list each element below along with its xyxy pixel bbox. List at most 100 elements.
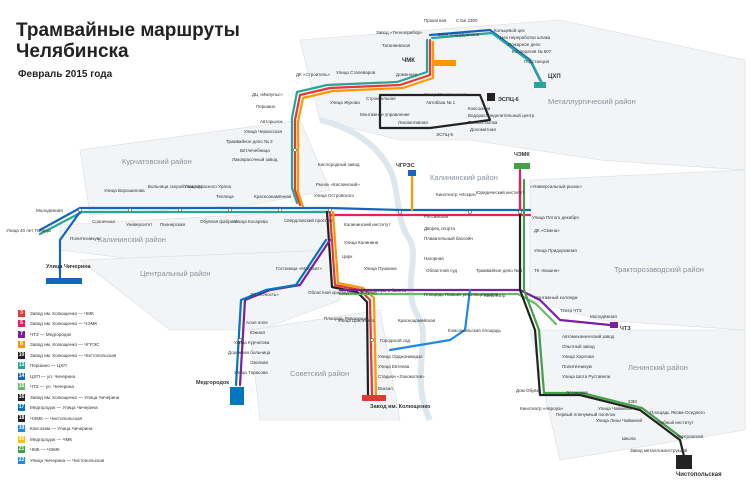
stop-label: Областной суд [426, 267, 457, 273]
stop-label: Площадь Революции [324, 316, 369, 321]
stop-dot [278, 208, 282, 212]
stop-label: Дом Обуви [516, 388, 540, 393]
stop-label: Больница скорой помощи [148, 183, 202, 189]
stop-label: Улица Цвиллинга [338, 318, 375, 323]
line-medgorodok-blue [234, 238, 328, 387]
line-esps-loop [378, 93, 492, 130]
line-main-ew-teal [38, 210, 332, 236]
legend-route-label: Медгородок — ЧМК [30, 436, 73, 442]
legend-route-swatch: 17 [18, 404, 25, 412]
stop-label: Чистопольская [676, 472, 722, 478]
legend-route-swatch: 13 [18, 362, 25, 370]
stop-label: Улица Орджоникидзе [378, 354, 423, 359]
legend-route-label: Завод им. Колющенко — Улица Чичерина [30, 394, 120, 400]
stop-label: ЭСПЦ-6 [498, 97, 519, 103]
stop-dot [178, 208, 182, 212]
stop-label: ЧМК [402, 58, 415, 64]
stop-label: Улица Черкасская [244, 129, 283, 134]
tram-lines [38, 28, 687, 462]
stop-label: Первый пленумный посёлок [556, 411, 615, 417]
stop-label: ЭСПЦ-5 [436, 132, 454, 137]
stop-label: Алое поле [246, 320, 268, 325]
district-area-traktor [529, 169, 746, 331]
stop-label: Ветлечебница [240, 148, 270, 153]
legend-route-label: ЧМК — ЧЭМК [30, 447, 60, 453]
district-areas [59, 19, 746, 461]
stop-label: Улица 40 лет Победы [6, 228, 51, 233]
stop-label: Баня оборудования [438, 32, 480, 37]
stop-label: Комсомольская площадь [448, 328, 501, 333]
stop-label: Монтажное управление [360, 112, 410, 117]
terminus-badge-chtz [610, 322, 618, 328]
stop-label: Кислородный завод [318, 161, 360, 167]
stop-label: ЧГРЭС [396, 163, 415, 169]
stop-label: Солнечная [92, 219, 115, 224]
stop-label: ЦХП [548, 74, 561, 80]
legend-route-swatch: 18 [18, 414, 25, 422]
line-chmk-west-teal [290, 38, 429, 205]
legend-route-swatch: 8 [18, 341, 25, 349]
stop-label: Авторынок [260, 119, 283, 124]
legend-route-swatch: 5 [18, 320, 25, 328]
legend-route-label: ЦХП — ул. Чичерина [30, 373, 76, 379]
stop-label: Улица Тарасова [234, 370, 268, 375]
map-subtitle: Февраль 2015 года [18, 69, 113, 80]
stop-label: Улица Ворошилова [104, 188, 145, 193]
legend-route-swatch: 16 [18, 393, 25, 401]
stop-label: Локомотивная [398, 120, 428, 125]
stop-label: Цирк [342, 254, 352, 259]
line-east-chtz-green [338, 292, 558, 326]
district-area-kurchatov [79, 119, 331, 216]
stop-label: Кинотеатр «Искра» [436, 192, 477, 197]
district-label: Центральный район [140, 269, 211, 278]
stop-label: Завод «Теплоприбор» [376, 30, 423, 35]
stop-label: Южная [250, 330, 266, 335]
stop-label: Областной краеведческий музей [308, 289, 377, 295]
stop-label: Улица Курчатова [234, 340, 270, 345]
stop-label: Улица Придорожная [534, 248, 577, 253]
line-chmk-west [293, 38, 432, 207]
stop-label: ДК «Смена» [534, 228, 560, 233]
stop-label: Опытный завод [562, 343, 595, 349]
stop-label: Трамвайное депо № 2 [226, 138, 273, 144]
stop-dot [518, 210, 522, 214]
stop-label: Красноармейская [398, 317, 436, 323]
stop-label: Теплица [216, 194, 234, 199]
stop-label: Городской сад [380, 337, 410, 343]
line-chmk-west-orange [296, 40, 435, 209]
stop-label: Улица Монтажников [424, 92, 467, 97]
stop-label: Улица Лизы Чайкиной [596, 417, 643, 423]
stop-label: ДС «Юность» [250, 292, 279, 297]
stop-label: Таганаевская [382, 43, 411, 48]
line-east-vertical-green [522, 178, 684, 440]
stop-label: Молодежная [36, 208, 63, 213]
stop-label: Улица Косарева [234, 219, 268, 224]
stop-label: Улица Жукова [330, 100, 360, 105]
legend-route-label: Завод им. Колющенко — Чистопольская [30, 352, 117, 358]
legend-route-label: Завод им. Колющенко — ЧЭМК [30, 321, 98, 327]
district-label: Тракторозаводский район [614, 265, 704, 274]
stop-label: Эстонская [566, 390, 588, 395]
district-label: Ленинский район [628, 363, 688, 372]
legend-route-swatch: 14 [18, 372, 25, 380]
map-title: Трамвайные маршруты Челябинска [16, 20, 240, 62]
stop-markers [78, 148, 522, 342]
legend-route-swatch: 22 [18, 456, 25, 464]
stop-label: Краснознамённая [254, 194, 292, 199]
stop-label: Театр оперы и балета [360, 288, 406, 293]
map-title-line1: Трамвайные маршруты [16, 20, 240, 41]
stop-label: Трубный институт [656, 419, 694, 425]
stop-label: Плавательный бассейн [424, 235, 473, 241]
stop-label: Рынок «Каслинский» [316, 181, 360, 187]
stop-label: Подстанция [524, 59, 550, 64]
terminus-badge-cxp [534, 82, 546, 88]
